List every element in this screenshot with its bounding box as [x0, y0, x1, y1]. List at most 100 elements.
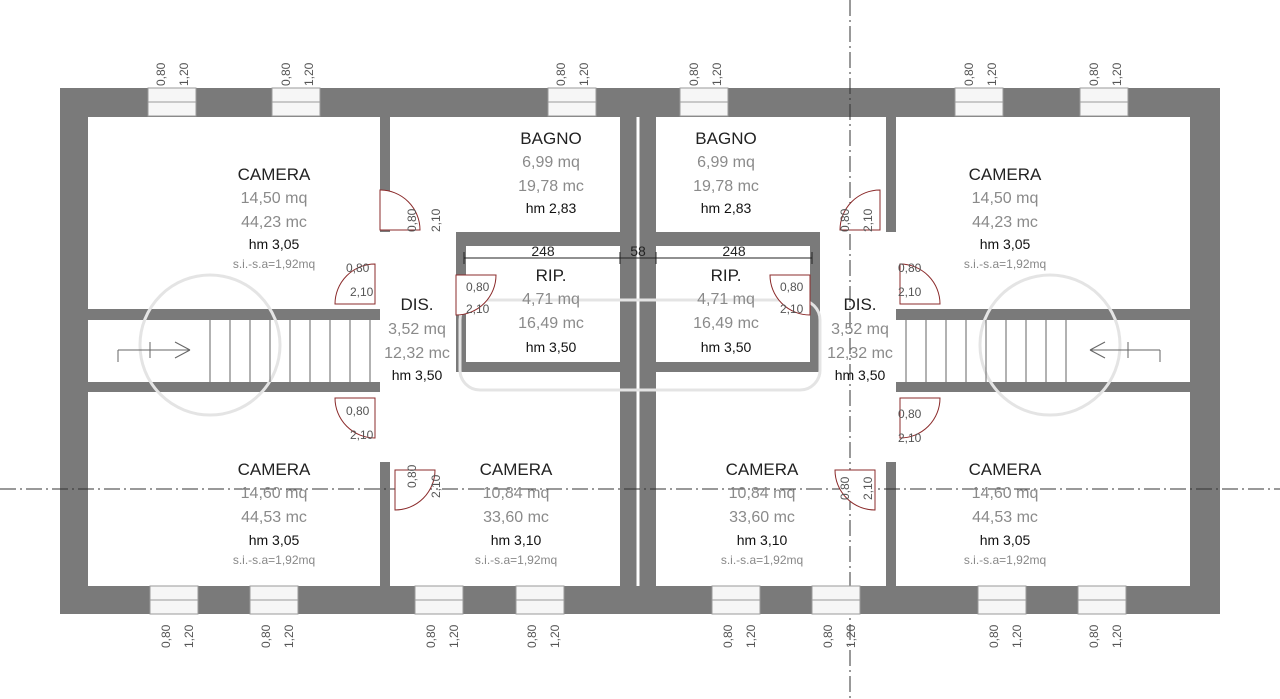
door-h-8: 2,10 [780, 302, 804, 316]
door-w-6: 0,80 [838, 208, 852, 232]
room-si: s.i.-s.a=1,92mq [233, 553, 315, 567]
win-h-8: 1,20 [282, 624, 296, 648]
room-mc: 16,49 mc [693, 315, 759, 332]
room-si: s.i.-s.a=1,92mq [475, 553, 557, 567]
room-mq: 3,52 mq [831, 321, 889, 338]
room-name: RIP. [536, 266, 567, 285]
label-camera-top-right: CAMERA 14,50 mq 44,23 mc hm 3,05 s.i.-s.… [964, 165, 1046, 271]
win-w-7: 0,80 [159, 624, 173, 648]
room-mc: 19,78 mc [693, 178, 759, 195]
window-dimension-labels-bottom: 0,80 1,20 0,80 1,20 0,80 1,20 0,80 1,20 … [159, 624, 1124, 648]
room-hm: hm 3,50 [701, 339, 752, 355]
room-mq: 3,52 mq [388, 321, 446, 338]
win-h-14: 1,20 [1110, 624, 1124, 648]
win-h-6: 1,20 [1110, 62, 1124, 86]
stair-left [88, 320, 380, 382]
room-camera-top-right [896, 117, 1190, 309]
win-w-11: 0,80 [721, 624, 735, 648]
win-w-13: 0,80 [987, 624, 1001, 648]
room-name: CAMERA [238, 460, 311, 479]
room-hm: hm 3,10 [491, 532, 542, 548]
door-h-1: 2,10 [429, 208, 443, 232]
win-h-2: 1,20 [302, 62, 316, 86]
room-mq: 14,50 mq [241, 190, 308, 207]
room-mc: 44,53 mc [972, 509, 1038, 526]
win-h-1: 1,20 [177, 62, 191, 86]
room-name: RIP. [711, 266, 742, 285]
label-bagno-left: BAGNO 6,99 mq 19,78 mc hm 2,83 [518, 129, 584, 216]
door-h-10: 2,10 [861, 476, 875, 500]
label-camera-bottom-mid-right: CAMERA 10,84 mq 33,60 mc hm 3,10 s.i.-s.… [721, 460, 803, 567]
window-dimension-labels-top: 0,80 1,20 0,80 1,20 0,80 1,20 0,80 1,20 … [154, 62, 1124, 86]
room-hm: hm 3,05 [249, 236, 300, 252]
room-name: CAMERA [969, 165, 1042, 184]
door-w-7: 0,80 [898, 261, 922, 275]
room-mc: 16,49 mc [518, 315, 584, 332]
watermark [138, 273, 1122, 417]
label-camera-top-left: CAMERA 14,50 mq 44,23 mc hm 3,05 s.i.-s.… [233, 165, 315, 271]
door-h-5: 2,10 [429, 474, 443, 498]
win-w-10: 0,80 [525, 624, 539, 648]
room-hm: hm 2,83 [526, 200, 577, 216]
label-camera-bottom-mid-left: CAMERA 10,84 mq 33,60 mc hm 3,10 s.i.-s.… [475, 460, 557, 567]
room-name: CAMERA [238, 165, 311, 184]
door-swings [334, 189, 941, 511]
label-camera-bottom-left: CAMERA 14,60 mq 44,53 mc hm 3,05 s.i.-s.… [233, 460, 315, 567]
room-mq: 14,60 mq [241, 485, 308, 502]
win-w-2: 0,80 [279, 62, 293, 86]
win-w-4: 0,80 [687, 62, 701, 86]
room-name: DIS. [400, 295, 433, 314]
room-mq: 10,84 mq [729, 485, 796, 502]
win-h-9: 1,20 [447, 624, 461, 648]
room-si: s.i.-s.a=1,92mq [964, 257, 1046, 271]
room-mc: 44,53 mc [241, 509, 307, 526]
label-rip-right: RIP. 4,71 mq 16,49 mc hm 3,50 [693, 266, 759, 355]
room-name: CAMERA [969, 460, 1042, 479]
room-hm: hm 3,10 [737, 532, 788, 548]
door-w-10: 0,80 [838, 476, 852, 500]
room-hm: hm 3,50 [392, 367, 443, 383]
door-h-7: 2,10 [898, 285, 922, 299]
room-mq: 6,99 mq [697, 154, 755, 171]
windows-bottom [149, 585, 1127, 615]
win-h-3: 1,20 [577, 62, 591, 86]
win-w-14: 0,80 [1087, 624, 1101, 648]
stairs-right-steps [905, 320, 1161, 382]
room-si: s.i.-s.a=1,92mq [233, 257, 315, 271]
label-rip-left: RIP. 4,71 mq 16,49 mc hm 3,50 [518, 266, 584, 355]
label-dis-left: DIS. 3,52 mq 12,32 mc hm 3,50 [384, 295, 450, 383]
win-w-5: 0,80 [962, 62, 976, 86]
room-name: BAGNO [520, 129, 581, 148]
dim-right-span: 248 [722, 243, 746, 259]
room-mc: 44,23 mc [972, 214, 1038, 231]
win-h-12: 1,20 [844, 624, 858, 648]
room-si: s.i.-s.a=1,92mq [721, 553, 803, 567]
label-camera-bottom-right: CAMERA 14,60 mq 44,53 mc hm 3,05 s.i.-s.… [964, 460, 1046, 567]
room-mc: 12,32 mc [827, 345, 893, 362]
win-h-13: 1,20 [1010, 624, 1024, 648]
win-h-11: 1,20 [744, 624, 758, 648]
windows-top [147, 87, 1129, 117]
win-w-12: 0,80 [821, 624, 835, 648]
win-w-8: 0,80 [259, 624, 273, 648]
span-dimension: 248 58 248 [463, 243, 813, 264]
room-mc: 12,32 mc [384, 345, 450, 362]
door-h-4: 2,10 [350, 428, 374, 442]
room-mq: 14,50 mq [972, 190, 1039, 207]
win-h-10: 1,20 [548, 624, 562, 648]
room-si: s.i.-s.a=1,92mq [964, 553, 1046, 567]
door-w-2: 0,80 [346, 261, 370, 275]
door-h-6: 2,10 [861, 208, 875, 232]
room-mc: 33,60 mc [729, 509, 795, 526]
room-mc: 33,60 mc [483, 509, 549, 526]
label-dis-right: DIS. 3,52 mq 12,32 mc hm 3,50 [827, 295, 893, 383]
room-name: DIS. [843, 295, 876, 314]
room-mc: 19,78 mc [518, 178, 584, 195]
room-bagno-left [390, 117, 620, 232]
room-hm: hm 3,05 [249, 532, 300, 548]
door-h-3: 2,10 [466, 302, 490, 316]
door-w-4: 0,80 [346, 404, 370, 418]
dim-left-span: 248 [531, 243, 555, 259]
room-hm: hm 3,05 [980, 236, 1031, 252]
room-hm: hm 3,50 [835, 367, 886, 383]
